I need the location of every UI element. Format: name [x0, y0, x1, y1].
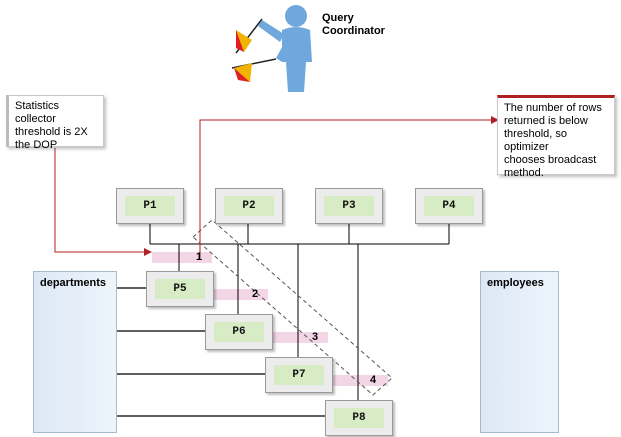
- dashed-region: [192, 219, 393, 396]
- highlight-band-3: [270, 332, 328, 343]
- step-number-2: 2: [252, 288, 259, 300]
- employees-table: employees: [480, 271, 559, 433]
- consumer-process-p5: P5: [146, 271, 214, 307]
- process-label: P6: [214, 322, 264, 342]
- query-coordinator-icon: [231, 5, 312, 92]
- process-label: P1: [125, 196, 175, 216]
- arrowhead-left: [144, 248, 152, 256]
- producer-process-p1: P1: [116, 188, 184, 224]
- consumer-process-p6: P6: [205, 314, 273, 350]
- red-arrows: [54, 119, 493, 258]
- highlight-band-4: [330, 375, 388, 386]
- broadcast-method-callout: The number of rows returned is below thr…: [497, 95, 615, 179]
- process-label: P2: [224, 196, 274, 216]
- process-label: P5: [155, 279, 205, 299]
- table-label: departments: [40, 277, 107, 289]
- highlight-band-1: [152, 252, 212, 263]
- step-number-1: 1: [196, 251, 203, 263]
- process-label: P4: [424, 196, 474, 216]
- process-label: P3: [324, 196, 374, 216]
- consumer-process-p8: P8: [325, 400, 393, 436]
- producer-process-p3: P3: [315, 188, 383, 224]
- query-coordinator-label: Query Coordinator: [322, 12, 385, 37]
- process-label: P7: [274, 365, 324, 385]
- highlight-band-2: [210, 289, 268, 300]
- step-number-3: 3: [312, 331, 319, 343]
- statistics-collector-callout: Statistics collector threshold is 2X the…: [6, 95, 104, 151]
- table-label: employees: [487, 277, 544, 289]
- arrowhead-right: [491, 116, 499, 124]
- process-label: P8: [334, 408, 384, 428]
- departments-table: departments: [33, 271, 117, 433]
- producer-process-p4: P4: [415, 188, 483, 224]
- producer-process-p2: P2: [215, 188, 283, 224]
- table-links: [117, 287, 325, 417]
- step-number-4: 4: [370, 374, 377, 386]
- consumer-process-p7: P7: [265, 357, 333, 393]
